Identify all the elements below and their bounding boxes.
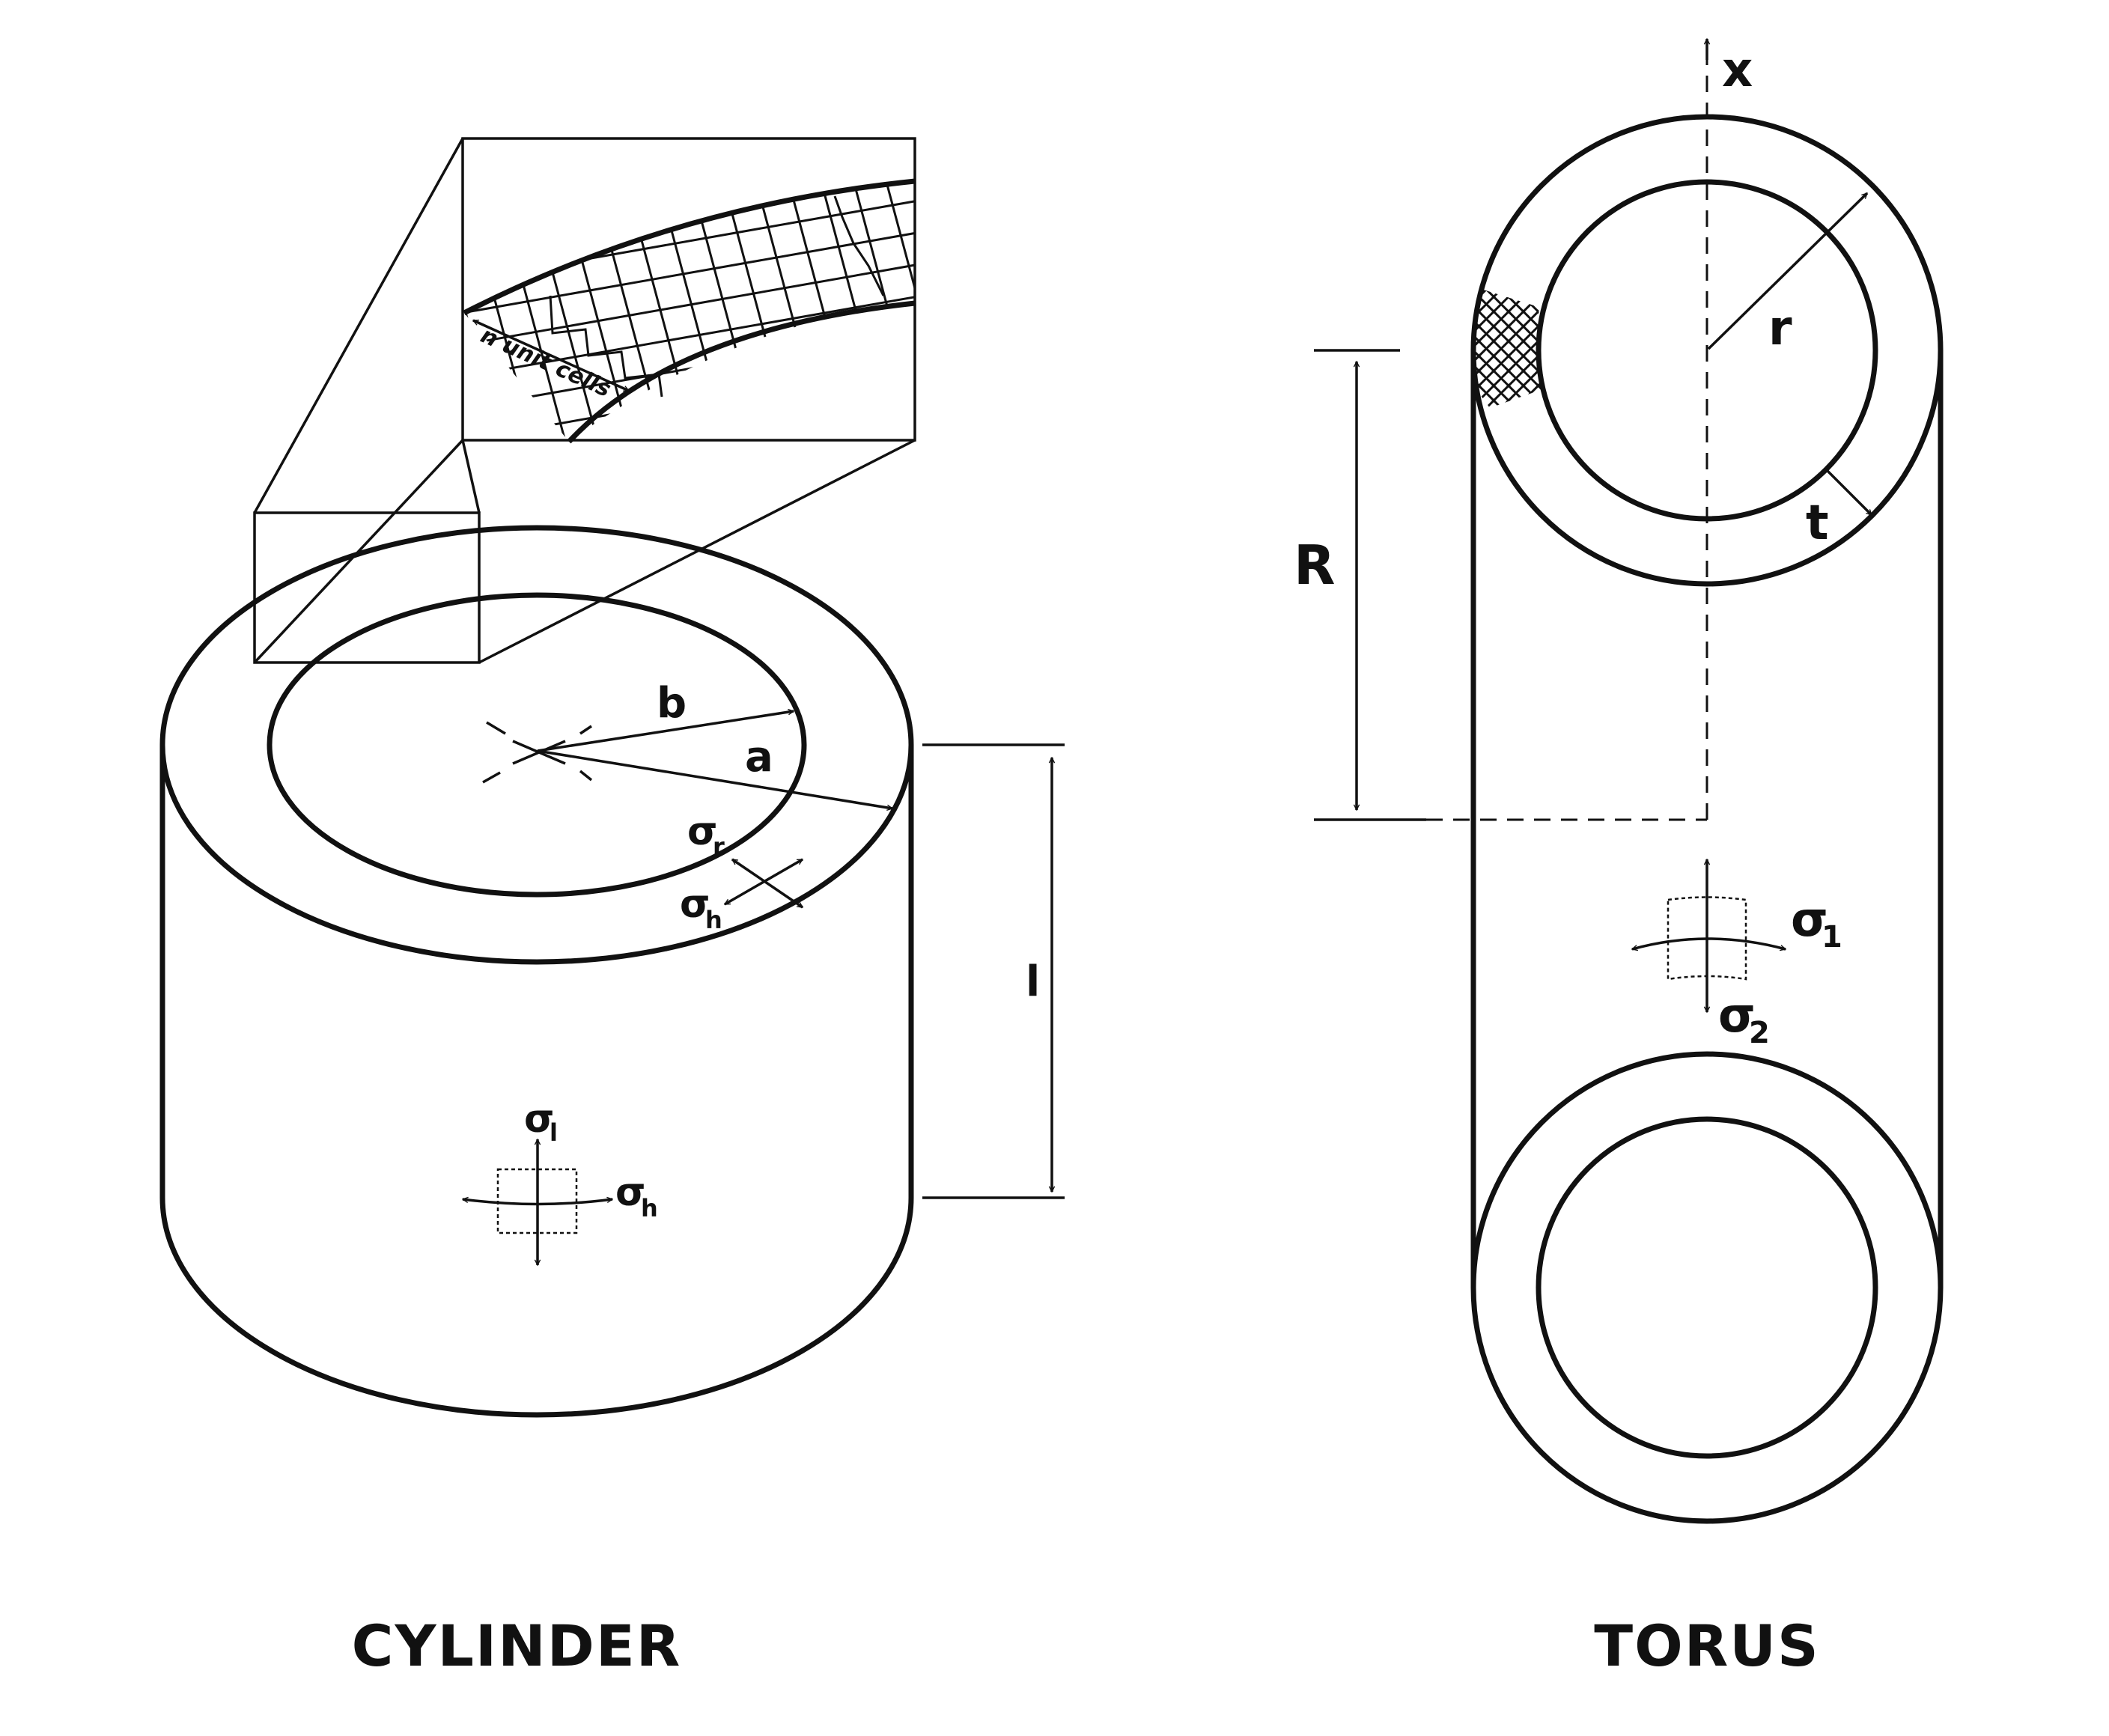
cylinder-top-outer-ellipse: [159, 525, 914, 965]
svg-text:h: h: [705, 906, 722, 934]
major-radius-dimension: [1314, 349, 1426, 821]
sigma-h-rim-label: σ h: [680, 882, 722, 934]
radius-b-label: b: [657, 679, 687, 728]
sigma-h-rim-arrow: [725, 858, 803, 906]
radius-r-label: r: [1768, 301, 1792, 356]
svg-text:1: 1: [1822, 920, 1842, 954]
inset-box: [461, 137, 916, 442]
svg-text:σ: σ: [687, 809, 718, 854]
height-l-label: l: [1026, 957, 1040, 1006]
cylinder-body-outline: [159, 745, 914, 1418]
cylinder-center-mark: [482, 721, 593, 784]
unit-cells-label: n unit cells: [477, 322, 615, 403]
svg-text:σ: σ: [524, 1097, 555, 1142]
x-axis-label: x: [1722, 43, 1753, 98]
torus-stress-element: [1667, 896, 1747, 981]
svg-text:σ: σ: [680, 882, 710, 927]
cylinder-top-inner-ellipse: [267, 592, 807, 898]
sigma-h-wall-label: σ h: [615, 1170, 658, 1222]
svg-text:2: 2: [1749, 1016, 1770, 1050]
inset-band-outer-curve: [463, 178, 916, 316]
inset-projection-lines: [253, 138, 916, 664]
svg-text:h: h: [641, 1194, 658, 1222]
torus-bottom-inner-circle: [1536, 1116, 1878, 1459]
radius-r-arrow: [1707, 192, 1869, 350]
cylinder-diagram: n unit cells b a σ r σ h: [159, 137, 1065, 1679]
torus-caption: TORUS: [1594, 1612, 1819, 1679]
torus-bottom-outer-circle: [1470, 1051, 1944, 1524]
radius-a-arrow: [537, 749, 892, 808]
cylinder-caption: CYLINDER: [352, 1612, 682, 1679]
radius-b-arrow: [537, 711, 794, 752]
sigma-h-wall-arrow: [463, 1199, 612, 1206]
inset-band-inner-curve: [567, 300, 916, 444]
sigma-l-label: σ l: [524, 1097, 558, 1147]
sigma-1-arrow: [1632, 937, 1786, 949]
svg-text:σ: σ: [1791, 892, 1828, 948]
svg-text:l: l: [550, 1118, 558, 1147]
svg-text:σ: σ: [615, 1170, 646, 1215]
unit-cells-arrow: [473, 319, 629, 392]
sigma-1-label: σ 1: [1791, 892, 1842, 954]
sigma-2-label: σ 2: [1718, 988, 1770, 1050]
thickness-t-arrow: [1825, 469, 1873, 517]
torus-lattice-patch: [1473, 288, 1542, 408]
sigma-r-label: σ r: [687, 809, 725, 861]
radius-R-label: R: [1294, 534, 1335, 597]
thickness-t-label: t: [1806, 496, 1829, 551]
radius-a-label: a: [745, 733, 773, 782]
torus-diagram: x r t R σ 1 σ 2 TORUS: [1294, 39, 1944, 1679]
height-dimension: [922, 743, 1065, 1199]
svg-text:r: r: [713, 832, 725, 861]
svg-text:σ: σ: [1718, 988, 1756, 1044]
